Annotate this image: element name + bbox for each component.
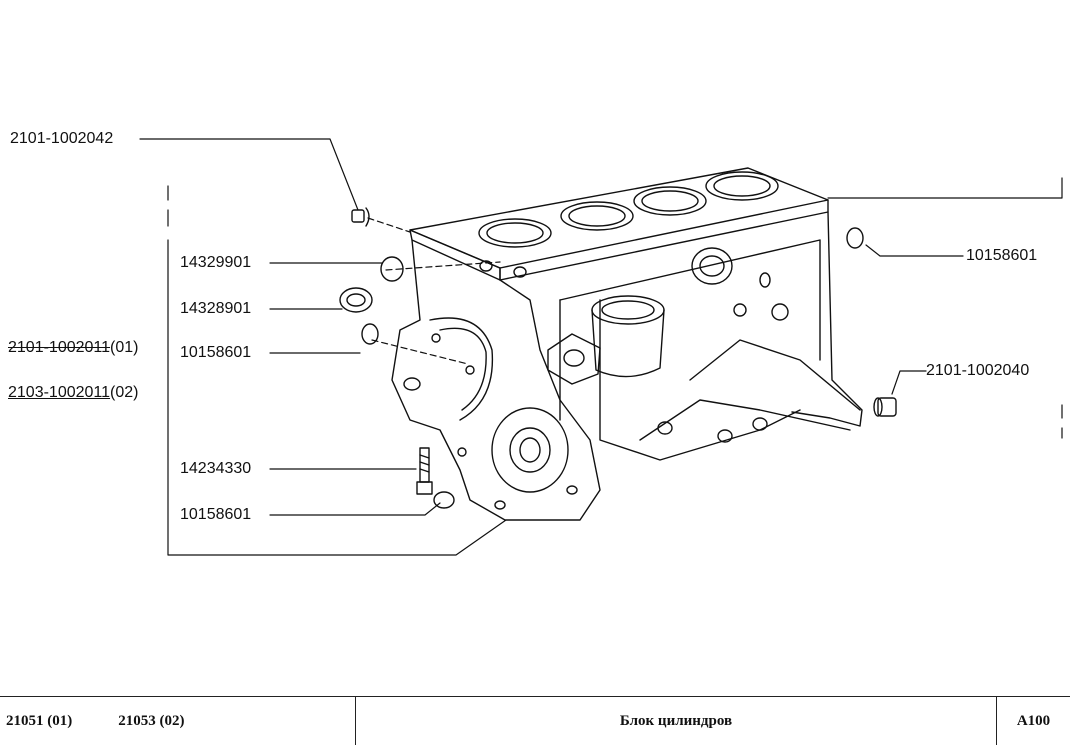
variant-01-code: 2101-1002011	[8, 339, 111, 356]
callout-plug-bottom: 10158601	[180, 506, 252, 523]
callout-plug-left: 10158601	[180, 344, 252, 361]
title-cell: Блок цилиндров	[356, 697, 997, 745]
code-cell: A100	[997, 697, 1070, 745]
title-block: 21051 (01) 21053 (02) Блок цилиндров A10…	[0, 696, 1070, 745]
page-title: Блок цилиндров	[619, 712, 733, 729]
callout-bush-a: 14329901	[180, 254, 252, 271]
callout-bolt: 14234330	[180, 460, 252, 477]
engine-block-drawing	[139, 138, 1063, 556]
model-b: 21053 (02)	[118, 712, 185, 729]
callout-variant-02: 2103-1002011(02)	[8, 384, 138, 402]
callout-plug-top: 2101-1002042	[10, 130, 114, 147]
variant-02-code: 2103-1002011	[8, 384, 111, 401]
callout-variant-01: 2101-1002011(01)	[8, 339, 138, 357]
callout-bush-b: 14328901	[180, 300, 252, 317]
model-a: 21051 (01)	[6, 712, 73, 729]
model-cell: 21051 (01) 21053 (02)	[0, 697, 356, 745]
small-parts	[339, 207, 897, 509]
variant-02-tag: (02)	[110, 384, 139, 401]
cylinder-block	[391, 167, 863, 521]
leader-lines	[139, 138, 1063, 556]
variant-01-tag: (01)	[110, 339, 139, 356]
callout-plug-right: 10158601	[966, 247, 1038, 264]
page-code: A100	[1016, 712, 1051, 729]
callout-bush-right: 2101-1002040	[926, 362, 1030, 379]
exploded-diagram: 2101-1002042 10158601 14329901 14328901 …	[8, 130, 1063, 556]
